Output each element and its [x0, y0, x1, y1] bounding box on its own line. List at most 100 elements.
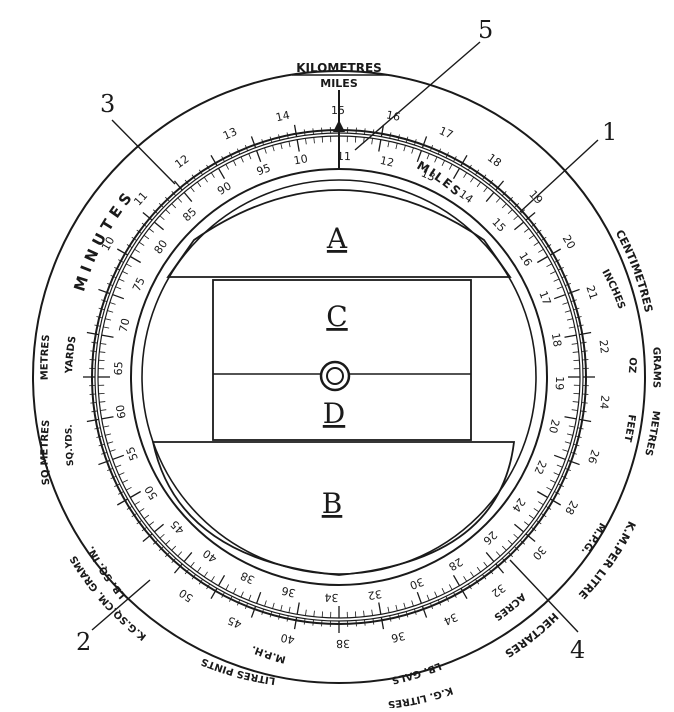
- inner-tick: [524, 522, 529, 526]
- outer-scale-number: 40: [280, 631, 296, 646]
- inner-tick: [565, 311, 571, 313]
- litres-pints-label: LITRES PINTS: [200, 655, 276, 686]
- inner-tick: [554, 279, 559, 281]
- inner-tick: [172, 204, 176, 208]
- outer-scale-number: 13: [221, 125, 239, 143]
- inner-tick: [464, 173, 467, 178]
- inner-tick: [534, 508, 539, 511]
- outer-tick: [313, 128, 314, 134]
- inner-tick: [273, 603, 275, 609]
- inner-tick: [191, 562, 195, 567]
- inner-tick: [135, 249, 140, 252]
- inner-tick: [297, 140, 299, 152]
- inner-tick: [154, 524, 163, 532]
- inner-scale-number: 55: [124, 445, 141, 463]
- inches-label: INCHES: [599, 268, 626, 311]
- miles-label-top: MILES: [320, 77, 358, 90]
- outer-scale-number: 26: [585, 448, 602, 465]
- outer-scale-number: 22: [597, 339, 612, 354]
- inner-tick: [477, 567, 481, 572]
- outer-scale-number: 21: [583, 284, 600, 301]
- inner-tick: [572, 343, 578, 344]
- inner-tick: [538, 249, 543, 252]
- inner-scale-number: 16: [516, 250, 534, 269]
- inner-tick: [191, 187, 195, 192]
- outer-scale-number: 34: [442, 610, 460, 628]
- callout-5: 5: [478, 16, 493, 44]
- inner-tick: [281, 605, 282, 611]
- oz-label: OZ: [626, 357, 638, 374]
- metres-label-left: METRES: [39, 334, 52, 380]
- inner-tick: [249, 154, 251, 160]
- outer-scale-number: 45: [226, 614, 244, 631]
- inner-tick: [524, 229, 529, 233]
- kilometres-label: KILOMETRES: [296, 61, 382, 75]
- inner-tick: [470, 177, 473, 182]
- inner-tick: [396, 143, 397, 149]
- inner-tick: [470, 572, 473, 577]
- inner-tick: [554, 455, 565, 459]
- inner-tick: [289, 607, 290, 613]
- inner-tick: [529, 515, 534, 519]
- inner-scale-number: 30: [408, 575, 426, 592]
- inner-tick: [557, 465, 563, 467]
- inner-tick: [110, 303, 116, 305]
- inner-tick: [100, 410, 106, 411]
- inner-tick: [211, 173, 214, 178]
- inner-tick: [372, 610, 373, 616]
- hectares-label: HECTARES: [502, 610, 561, 660]
- outer-tick: [304, 129, 305, 135]
- inner-tick: [388, 141, 389, 147]
- inner-tick: [554, 295, 565, 299]
- inner-scale-number: 19: [553, 376, 566, 390]
- inner-tick: [569, 327, 575, 328]
- inner-scale-number: 18: [549, 332, 564, 348]
- cursor-arrow: [333, 120, 345, 132]
- inner-tick: [113, 295, 124, 299]
- inner-tick: [569, 426, 575, 427]
- inner-tick: [514, 524, 523, 532]
- callout-1: 1: [602, 118, 617, 146]
- inner-tick: [442, 588, 445, 593]
- inner-tick: [273, 145, 275, 151]
- inner-tick: [184, 192, 192, 201]
- inner-tick: [484, 187, 488, 192]
- inner-tick: [514, 216, 518, 220]
- inner-tick: [122, 480, 127, 483]
- inner-tick: [135, 502, 140, 505]
- inner-tick: [113, 455, 124, 459]
- inner-scale-number: 75: [130, 275, 148, 293]
- outer-scale-number: 36: [390, 629, 407, 645]
- inner-scale-number: 40: [201, 546, 220, 565]
- inner-scale-number: 65: [112, 361, 126, 376]
- inner-scale-number: 32: [367, 587, 383, 602]
- inner-tick: [572, 410, 578, 411]
- callout-4: 4: [570, 636, 585, 664]
- outer-tick: [581, 411, 587, 412]
- inner-scale-number: 60: [114, 404, 129, 420]
- inner-tick: [166, 210, 170, 214]
- outer-scale-number: 28: [562, 498, 580, 517]
- inner-tick: [219, 575, 225, 585]
- inner-tick: [404, 145, 406, 151]
- inner-scale-number: 12: [379, 154, 395, 170]
- inner-tick: [442, 160, 445, 165]
- inner-tick: [546, 264, 551, 267]
- inner-tick: [281, 143, 282, 149]
- inner-tick: [550, 480, 555, 483]
- inner-tick: [107, 442, 113, 444]
- inner-tick: [435, 157, 437, 162]
- outer-scale-number: 12: [173, 152, 192, 171]
- inner-tick: [464, 576, 467, 581]
- inner-tick: [126, 264, 131, 267]
- inner-tick: [116, 287, 122, 289]
- inner-tick: [396, 605, 397, 611]
- mpg-label: M.P.G.: [579, 520, 608, 556]
- inner-tick: [197, 567, 201, 572]
- inner-tick: [496, 552, 500, 556]
- inner-tick: [102, 335, 114, 337]
- inner-tick: [178, 552, 182, 556]
- inner-scale-number: 50: [142, 483, 160, 502]
- panel-label-d: D: [323, 397, 345, 430]
- feet-label: FEET: [621, 414, 637, 443]
